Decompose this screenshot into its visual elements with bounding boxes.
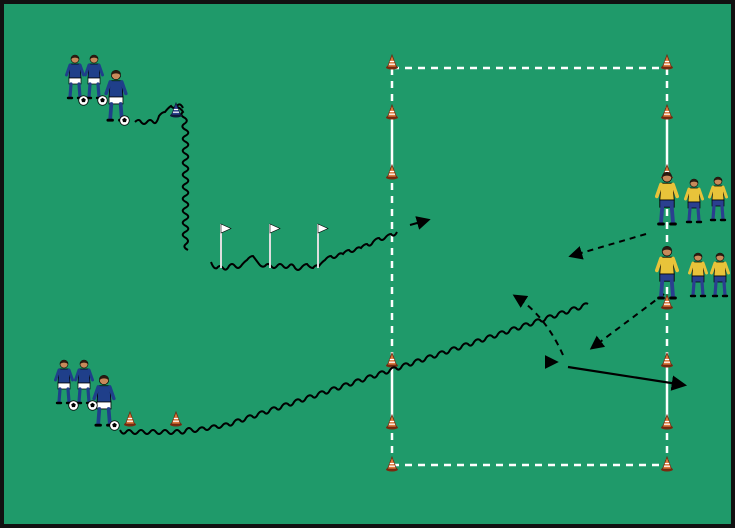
ball-icon (110, 421, 120, 431)
ball-icon (88, 401, 98, 411)
ball-icon (69, 401, 79, 411)
ball-icon (120, 116, 130, 126)
ball-icon (79, 96, 89, 106)
ball-icon (98, 96, 108, 106)
